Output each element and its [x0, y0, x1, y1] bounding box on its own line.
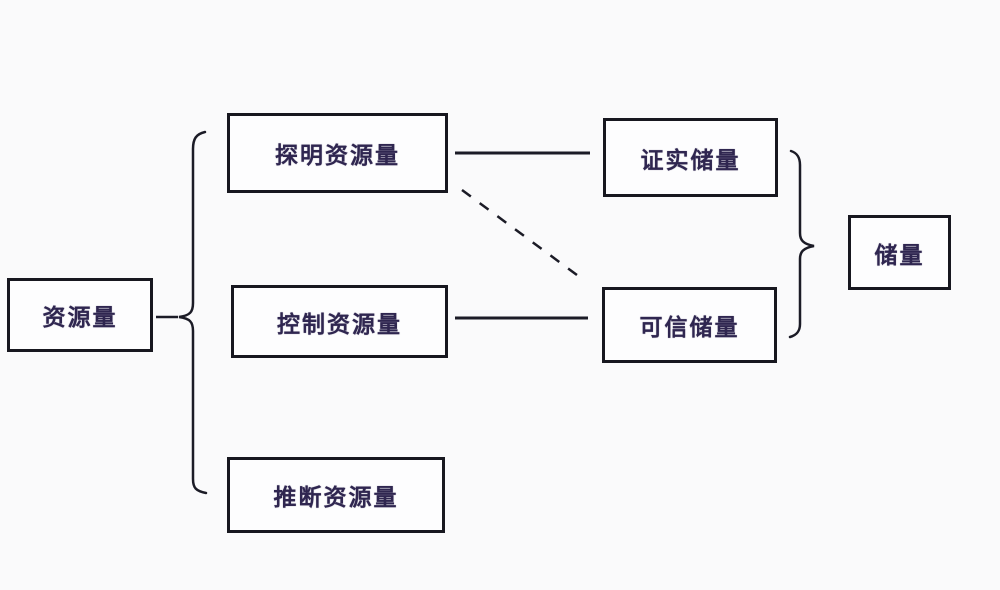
- edge-proven-credible-dashed: [461, 188, 586, 283]
- node-reserves: 储量: [848, 215, 951, 290]
- right-curly-brace: [788, 149, 815, 339]
- node-verified-reserves-label: 证实储量: [640, 147, 741, 174]
- node-proven-resource-label: 探明资源量: [275, 143, 400, 169]
- node-resource-quantity: 资源量: [7, 278, 153, 352]
- left-curly-brace: [178, 130, 208, 495]
- node-verified-reserves: 证实储量: [603, 118, 778, 197]
- node-inferred-resource: 推断资源量: [227, 457, 445, 533]
- node-inferred-resource-label: 推断资源量: [273, 485, 399, 511]
- node-resource-quantity-label: 资源量: [42, 305, 118, 331]
- node-credible-reserves: 可信储量: [602, 287, 777, 363]
- node-credible-reserves-label: 可信储量: [639, 315, 740, 341]
- node-controlled-resource-label: 控制资源量: [277, 311, 402, 338]
- node-controlled-resource: 控制资源量: [231, 285, 448, 358]
- node-reserves-label: 储量: [874, 242, 925, 269]
- node-proven-resource: 探明资源量: [227, 113, 448, 193]
